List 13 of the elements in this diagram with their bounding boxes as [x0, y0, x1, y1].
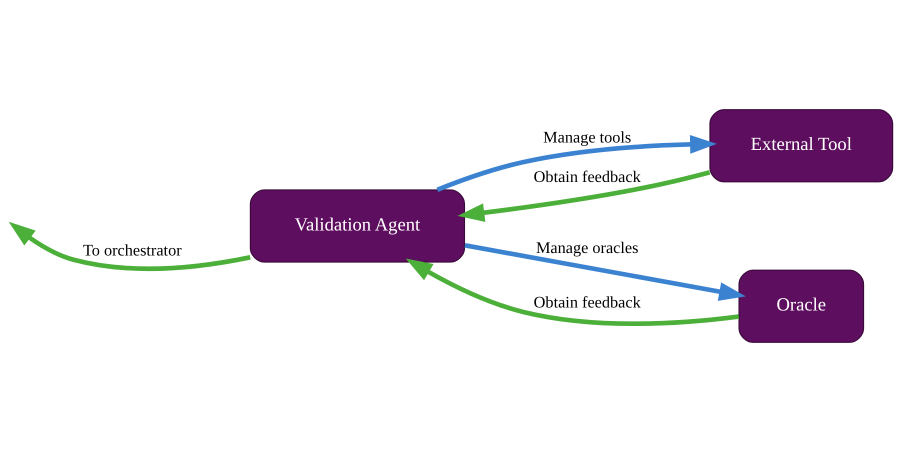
node-box: Oracle	[738, 270, 864, 343]
arrow	[436, 135, 717, 192]
arrow	[458, 170, 710, 222]
arrow	[406, 258, 740, 326]
arrow	[464, 243, 746, 301]
node-box: External Tool	[709, 109, 894, 182]
arrow	[8, 222, 251, 271]
edge-label: To orchestrator	[82, 240, 182, 260]
edge-label: Manage tools	[543, 127, 632, 146]
edge-label: Manage oracles	[536, 238, 638, 257]
node-box: Validation Agent	[250, 189, 466, 263]
edge-label: Obtain feedback	[534, 292, 641, 312]
edge-label: Obtain feedback	[534, 167, 641, 186]
